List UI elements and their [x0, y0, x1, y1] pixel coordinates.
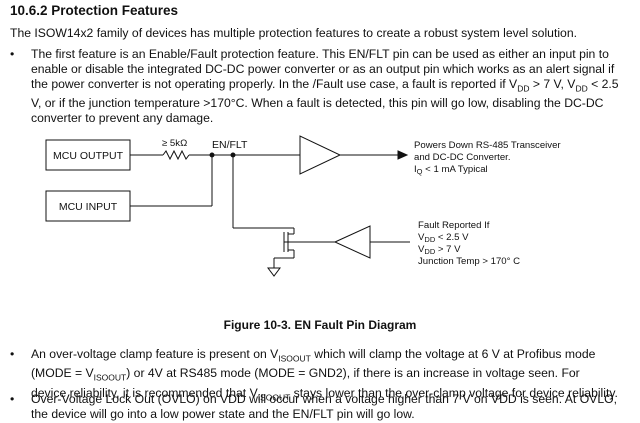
text-run: An over-voltage clamp feature is present… — [31, 347, 279, 361]
subscript: DD — [424, 235, 435, 244]
text-run: stays lower than the over-clamp voltage … — [290, 385, 618, 400]
bullet-text: The first feature is an Enable/Fault pro… — [31, 47, 635, 126]
text-run: V — [418, 244, 425, 255]
text-run: > 7 V — [435, 244, 461, 255]
subscript: ISOOUT — [257, 392, 291, 403]
text-line: the device will go into a low power stat… — [31, 407, 415, 421]
bullet-marker: • — [10, 47, 15, 61]
intro-paragraph: The ISOW14x2 family of devices has multi… — [10, 26, 577, 40]
fault-note-4: Junction Temp > 170° C — [418, 256, 520, 267]
mcu-output-label: MCU OUTPUT — [53, 150, 124, 162]
bullet-item-ovlo: • Over-Voltage Lock Out (OVLO) on VDD wi… — [10, 392, 635, 422]
fault-buffer — [333, 225, 371, 259]
text-line: (MODE = VISOOUT) or 4V at RS485 mode (MO… — [31, 366, 635, 385]
fault-note-3: VDD > 7 V — [418, 244, 461, 256]
text-run: device reliability, it is recommended th… — [31, 385, 258, 400]
bullet-marker: • — [10, 392, 15, 406]
fault-note-1: Fault Reported If — [418, 220, 490, 231]
text-run: which will clamp the voltage at 6 V at P… — [310, 347, 596, 361]
subscript: ISOOUT — [93, 372, 127, 383]
mcu-input-label: MCU INPUT — [59, 201, 118, 213]
text-run: < 1 mA Typical — [423, 164, 488, 175]
text-run: the power converter is not operating pro… — [31, 77, 518, 91]
text-line: the power converter is not operating pro… — [31, 77, 635, 96]
bullet-text: An over-voltage clamp feature is present… — [31, 347, 635, 405]
resistor-symbol — [162, 149, 190, 161]
text-line: The first feature is an Enable/Fault pro… — [31, 47, 609, 61]
text-line: An over-voltage clamp feature is present… — [31, 347, 635, 366]
resistor-label: ≥ 5kΩ — [162, 138, 187, 149]
text-run: < 2.5 — [587, 77, 619, 91]
pin-label: EN/FLT — [212, 139, 248, 151]
text-line: Over-Voltage Lock Out (OVLO) on VDD will… — [31, 392, 617, 406]
power-down-note-3: IQ < 1 mA Typical — [414, 164, 488, 176]
text-run: (MODE = V — [31, 366, 94, 381]
text-run: < 2.5 V — [435, 232, 469, 243]
subscript: DD — [517, 83, 530, 94]
power-down-note-2: and DC-DC Converter. — [414, 152, 511, 163]
text-line: converter to prevent any damage. — [31, 111, 214, 126]
subscript: DD — [424, 247, 435, 256]
text-line: V, or if the junction temperature >170°C… — [31, 96, 604, 111]
text-line: enable or disable the integrated DC-DC p… — [31, 62, 615, 76]
bullet-item-overvoltage-clamp: • An over-voltage clamp feature is prese… — [10, 347, 635, 402]
power-down-note-1: Powers Down RS-485 Transceiver — [414, 140, 561, 151]
enable-buffer — [299, 135, 342, 175]
arrow-head — [397, 150, 409, 160]
ground-symbol — [267, 267, 281, 277]
subscript: DD — [575, 83, 588, 94]
figure-caption: Figure 10-3. EN Fault Pin Diagram — [223, 318, 417, 332]
en-fault-pin-diagram: MCU OUTPUT MCU INPUT ≥ 5kΩ EN/FLT Powers… — [45, 135, 561, 277]
subscript: Q — [417, 167, 423, 176]
text-run: V — [418, 232, 425, 243]
bullet-item-enable-fault: • The first feature is an Enable/Fault p… — [10, 47, 635, 126]
subscript: ISOOUT — [278, 353, 311, 364]
text-run: > 7 V, V — [529, 77, 576, 91]
bullet-text: Over-Voltage Lock Out (OVLO) on VDD will… — [31, 392, 635, 422]
fault-note-2: VDD < 2.5 V — [418, 232, 469, 244]
text-line: device reliability, it is recommended th… — [31, 386, 635, 405]
bullet-marker: • — [10, 347, 15, 361]
text-run: ) or 4V at RS485 mode (MODE = GND2), if … — [126, 366, 580, 381]
text-run: I — [414, 164, 417, 175]
section-heading: 10.6.2 Protection Features — [10, 3, 179, 18]
